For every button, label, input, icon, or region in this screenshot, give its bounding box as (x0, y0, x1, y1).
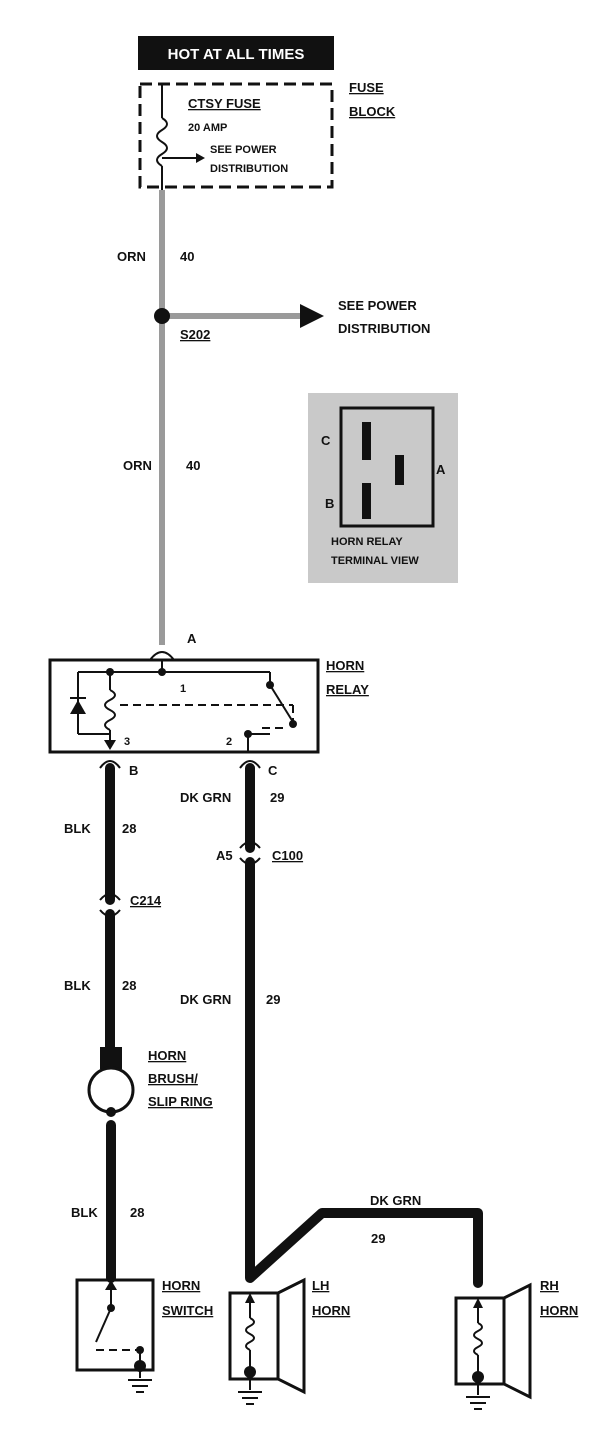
rh-horn (454, 1282, 532, 1410)
horn-relay: 1 2 3 HORN RELAY (48, 658, 369, 754)
relay-output-b: B (129, 763, 138, 778)
rh-horn-line1: RH (540, 1278, 559, 1293)
terminal-view-caption-line2: TERMINAL VIEW (331, 555, 419, 567)
brush-label-line1: HORN (148, 1048, 186, 1063)
terminal-b-blade (362, 483, 371, 519)
lh-horn-bell-icon (276, 1277, 306, 1395)
relay-output-c: C (268, 763, 278, 778)
blk-wire (87, 763, 135, 1283)
connector-c214: C214 (130, 893, 162, 908)
relay-name-line2: RELAY (326, 682, 369, 697)
slip-ring-icon (87, 1066, 135, 1114)
brush-label-line3: SLIP RING (148, 1094, 213, 1109)
fuse-name: CTSY FUSE (188, 96, 261, 111)
fuse-icon (156, 117, 168, 167)
blk-1-color: BLK (64, 821, 91, 836)
lh-horn-coil-icon (245, 1317, 255, 1351)
lh-horn-line1: LH (312, 1278, 329, 1293)
relay-coil-icon (104, 689, 116, 731)
dkgrn-1-color: DK GRN (180, 790, 231, 805)
terminal-b-label: B (325, 496, 334, 511)
splice-id: S202 (180, 327, 210, 342)
orn-mid-color: ORN (123, 458, 152, 473)
terminal-c-label: C (321, 433, 331, 448)
splice-s202-dot (154, 308, 170, 324)
blk-2-circuit: 28 (122, 978, 136, 993)
relay-diode-icon (70, 700, 86, 714)
rh-horn-ground-icon (466, 1396, 490, 1410)
relay-connector-b (99, 760, 121, 769)
orn-top-circuit: 40 (180, 249, 194, 264)
orn-top-color: ORN (117, 249, 146, 264)
dkgrn-1-circuit: 29 (270, 790, 284, 805)
rh-horn-line2: HORN (540, 1303, 578, 1318)
blk-3-circuit: 28 (130, 1205, 144, 1220)
header-label: HOT AT ALL TIMES (168, 46, 305, 63)
splice-ref-line1: SEE POWER (338, 298, 417, 313)
blk-2-color: BLK (64, 978, 91, 993)
horn-switch-line2: SWITCH (162, 1303, 213, 1318)
relay-internal-1: 1 (180, 683, 186, 695)
horn-switch-ground-icon (128, 1379, 152, 1393)
c100-pin: A5 (216, 848, 233, 863)
dkgrn-2-color: DK GRN (180, 992, 231, 1007)
blk-3-color: BLK (71, 1205, 98, 1220)
fuse-block: CTSY FUSE 20 AMP SEE POWER DISTRIBUTION … (138, 80, 396, 198)
c100-id: C100 (272, 848, 303, 863)
rh-horn-bell-icon (502, 1282, 532, 1400)
horn-switch-contact (95, 1307, 112, 1343)
lh-horn-line2: HORN (312, 1303, 350, 1318)
terminal-c-blade (362, 422, 371, 460)
blk-1-circuit: 28 (122, 821, 136, 836)
terminal-a-blade (395, 455, 404, 485)
fuse-rating: 20 AMP (188, 122, 227, 134)
terminal-view-caption-line1: HORN RELAY (331, 536, 403, 548)
dk-grn-wire (239, 763, 483, 1288)
horn-switch-line1: HORN (162, 1278, 200, 1293)
dkgrn-3-circuit: 29 (371, 1231, 385, 1246)
splice-ref-line2: DISTRIBUTION (338, 321, 430, 336)
relay-connector-a (149, 651, 175, 661)
hot-at-all-times-header: HOT AT ALL TIMES (138, 36, 334, 70)
orn-mid-circuit: 40 (186, 458, 200, 473)
fuse-note-line2: DISTRIBUTION (210, 163, 288, 175)
lh-horn-ground-icon (238, 1391, 262, 1405)
horn-switch (75, 1278, 155, 1393)
dkgrn-2-circuit: 29 (266, 992, 280, 1007)
lh-horn (228, 1277, 306, 1405)
relay-internal-3: 3 (124, 736, 130, 748)
fuse-block-label-line1: FUSE (349, 80, 384, 95)
dkgrn-3-color: DK GRN (370, 1193, 421, 1208)
brush-label-line2: BRUSH/ (148, 1071, 198, 1086)
brush-block (100, 1047, 122, 1069)
fuse-block-label-line2: BLOCK (349, 104, 396, 119)
terminal-a-label: A (436, 462, 446, 477)
rh-horn-coil-icon (473, 1322, 483, 1356)
relay-name-line1: HORN (326, 658, 364, 673)
relay-input-pin: A (187, 631, 197, 646)
orn-wire (154, 190, 324, 645)
relay-switch-arm (269, 684, 294, 723)
fuse-note-line1: SEE POWER (210, 144, 277, 156)
relay-connector-c (239, 760, 261, 769)
relay-internal-2: 2 (226, 736, 232, 748)
horn-relay-terminal-view: C A B HORN RELAY TERMINAL VIEW (308, 393, 458, 583)
